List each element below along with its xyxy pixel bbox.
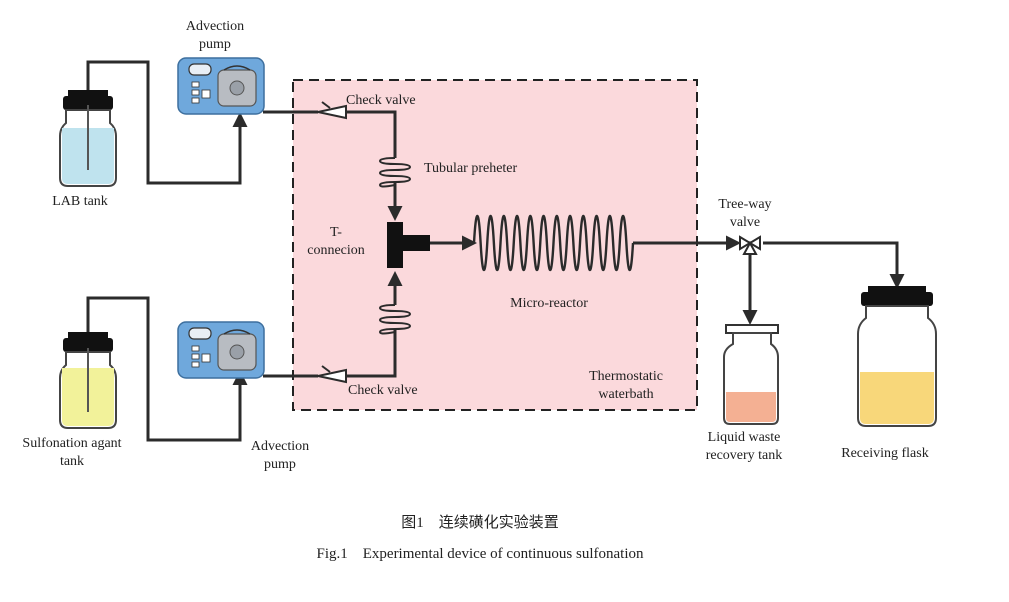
check-valve-top [317,101,347,120]
micro-reactor-label: Micro-reactor [510,296,588,311]
caption-zh: 图1 连续磺化实验装置 [401,514,559,531]
sulfonation-tank-label-1: Sulfonation agant [22,436,121,451]
receiving-flask [857,286,937,427]
three-way-valve-label-1: Tree-way [718,197,771,212]
advection-pump-top-label-2: pump [199,37,231,52]
advection-pump-top [177,57,265,115]
micro-reactor-coil [472,215,635,271]
check-valve-top-label: Check valve [346,93,416,108]
check-valve-bottom-label: Check valve [348,383,418,398]
receiving-flask-label: Receiving flask [841,446,928,461]
lab-tank [59,90,117,187]
t-connection [387,222,430,268]
thermostatic-waterbath-label-2: waterbath [598,387,653,402]
advection-pump-bottom-label-2: pump [264,457,296,472]
thermostatic-waterbath-label-1: Thermostatic [589,369,663,384]
check-valve-bottom [317,365,347,384]
sulfonation-tank-label-2: tank [60,454,84,469]
tubular-preheater-top [378,157,412,188]
t-connection-label-1: T- [330,225,342,240]
caption-en: Fig.1 Experimental device of continuous … [316,546,644,562]
three-way-valve-label-2: valve [730,215,760,230]
liquid-waste-tank-label-1: Liquid waste [708,430,781,445]
t-connection-label-2: connecion [307,243,365,258]
advection-pump-top-label-1: Advection [186,19,244,34]
advection-pump-bottom [177,321,265,379]
advection-pump-bottom-label-1: Advection [251,439,309,454]
liquid-waste-recovery-tank [723,324,779,425]
three-way-valve [739,235,761,255]
sulfonation-agent-tank [59,332,117,429]
tubular-preheater-bottom [378,304,412,335]
tubing [86,60,905,442]
liquid-waste-tank-label-2: recovery tank [706,448,783,463]
lab-tank-label: LAB tank [52,194,108,209]
tubular-preheater-label: Tubular preheter [424,161,518,176]
